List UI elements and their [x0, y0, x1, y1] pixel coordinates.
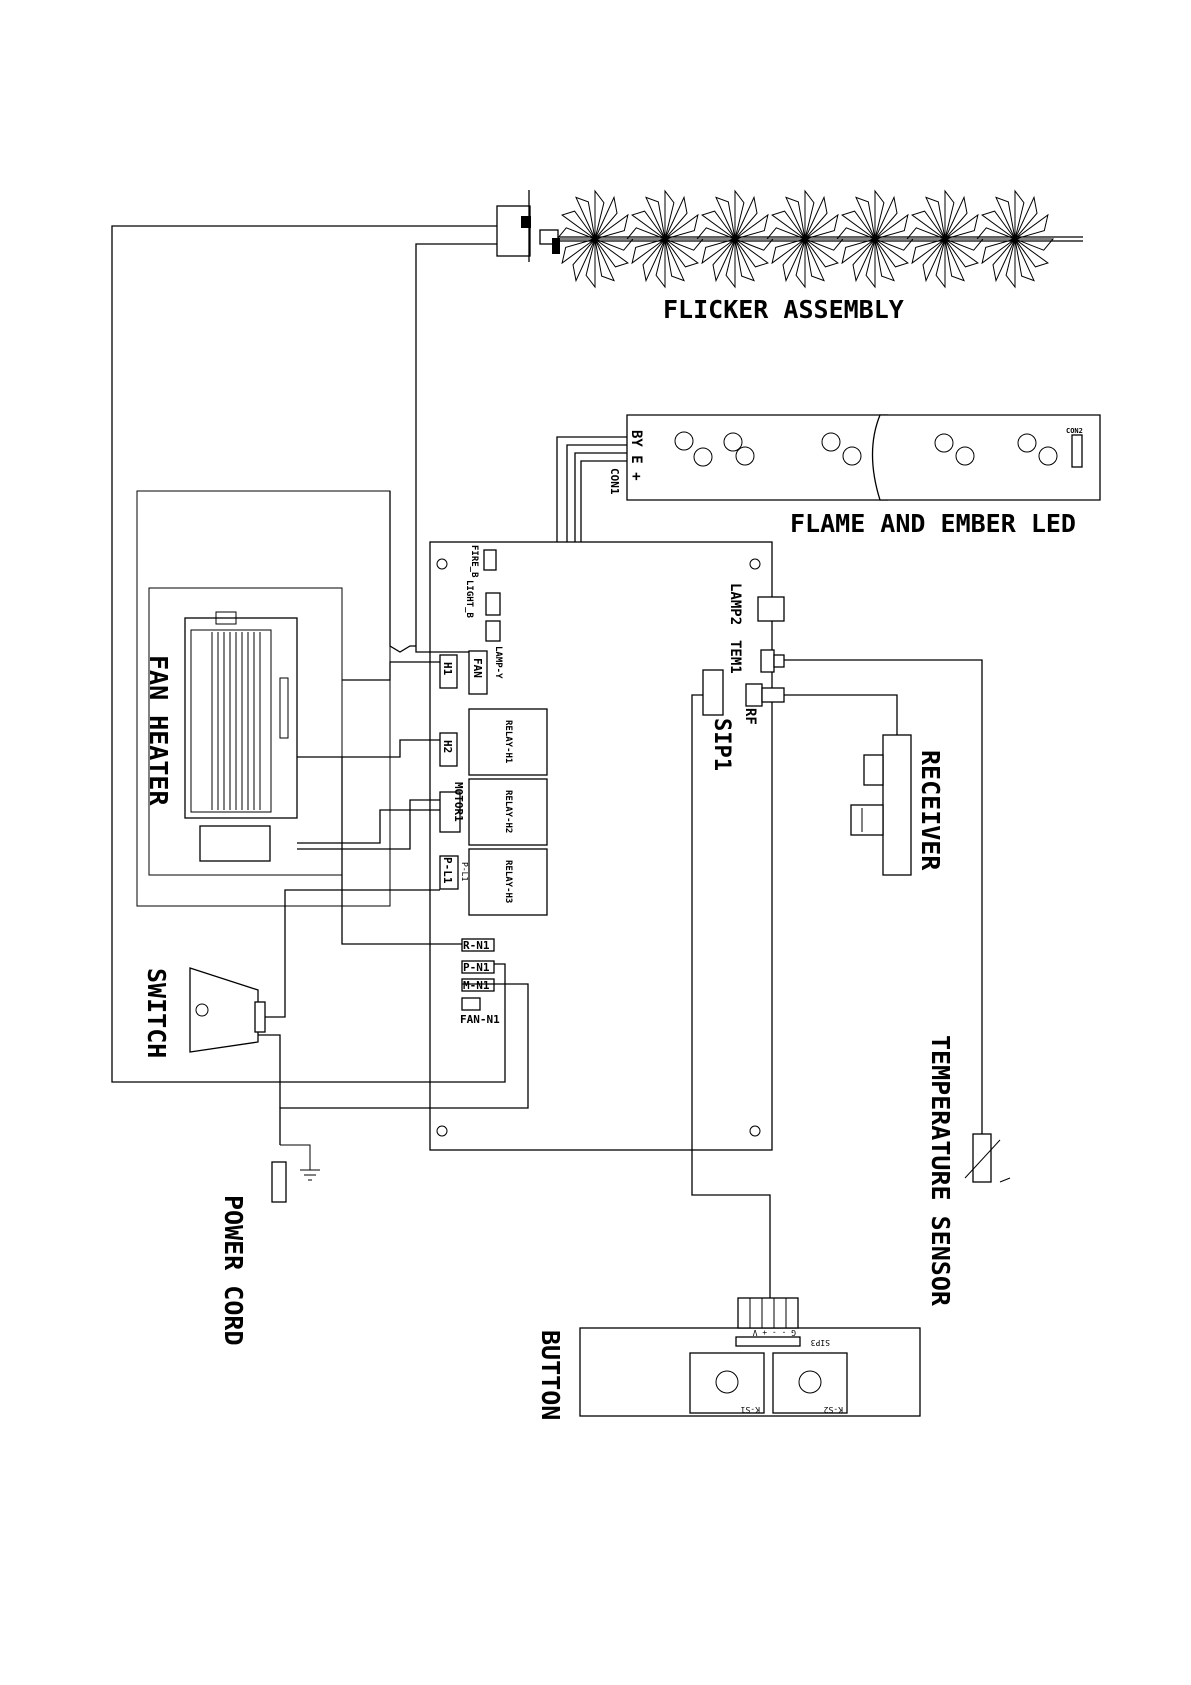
con1-label: CON1	[608, 468, 621, 495]
relay-h1-label: RELAY-H1	[503, 720, 513, 763]
flicker-assembly-label: FLICKER ASSEMBLY	[663, 295, 904, 324]
light-b-label: LIGHT_B	[464, 580, 474, 619]
fan-n1-label: FAN-N1	[460, 1013, 500, 1026]
fan-heater-label: FAN HEATER	[144, 655, 173, 806]
flicker-blade	[837, 191, 913, 287]
led-board: CON2 BY E + CON1 FLAME AND EMBER LED	[608, 415, 1100, 538]
p-n1-label: P-N1	[463, 961, 490, 974]
main-board: FIRE_B LIGHT_B LAMP-Y FAN H1 H2 MOTOR1 P…	[430, 542, 784, 1150]
power-cord-label: POWER CORD	[219, 1195, 248, 1346]
button-label: BUTTON	[536, 1330, 565, 1420]
p-l1-small-label: P-L1	[460, 862, 469, 881]
flicker-blade	[697, 191, 773, 287]
flicker-blade	[907, 191, 983, 287]
temperature-sensor: TEMPERATURE SENSOR	[926, 1035, 1010, 1307]
con2-label: CON2	[1066, 427, 1083, 435]
sip3-label: SIP3	[811, 1338, 830, 1347]
button-board: G - - + V SIP3 K-S1 K-S2 BUTTON	[536, 1298, 920, 1420]
led-connector-pins: BY E +	[628, 430, 644, 481]
relay-h3-label: RELAY-H3	[503, 860, 513, 903]
receiver-label: RECEIVER	[916, 750, 945, 871]
flicker-blade	[557, 191, 633, 287]
flicker-blade	[977, 191, 1053, 287]
temperature-sensor-label: TEMPERATURE SENSOR	[926, 1035, 955, 1307]
p-l1-label: P-L1	[441, 857, 454, 884]
k-s2-label: K-S2	[824, 1405, 843, 1414]
lamp-y-label: LAMP-Y	[493, 646, 503, 679]
receiver: RECEIVER	[851, 735, 945, 875]
fan-connector-label: FAN	[471, 658, 484, 678]
switch: SWITCH	[142, 968, 265, 1058]
flicker-blade	[767, 191, 843, 287]
flame-ember-led-label: FLAME AND EMBER LED	[790, 509, 1076, 538]
flicker-blade	[627, 191, 703, 287]
h2-connector-label: H2	[441, 740, 454, 753]
fan-heater: FAN HEATER	[137, 491, 390, 906]
h1-connector-label: H1	[441, 662, 454, 676]
tem1-label: TEM1	[727, 640, 743, 674]
flicker-assembly: FLICKER ASSEMBLY	[497, 190, 1083, 324]
fire-b-label: FIRE_B	[469, 545, 479, 578]
r-n1-label: R-N1	[463, 939, 490, 952]
rf-label: RF	[742, 708, 758, 725]
k-s1-label: K-S1	[741, 1405, 760, 1414]
power-cord: POWER CORD	[219, 1145, 320, 1346]
lamp2-label: LAMP2	[727, 583, 743, 625]
sip1-label: SIP1	[709, 718, 734, 771]
m-n1-label: M-N1	[463, 979, 490, 992]
switch-label: SWITCH	[142, 968, 171, 1058]
relay-h2-label: RELAY-H2	[503, 790, 513, 833]
button-pins-label: G - - + V	[752, 1328, 796, 1337]
motor1-label: MOTOR1	[452, 782, 465, 822]
